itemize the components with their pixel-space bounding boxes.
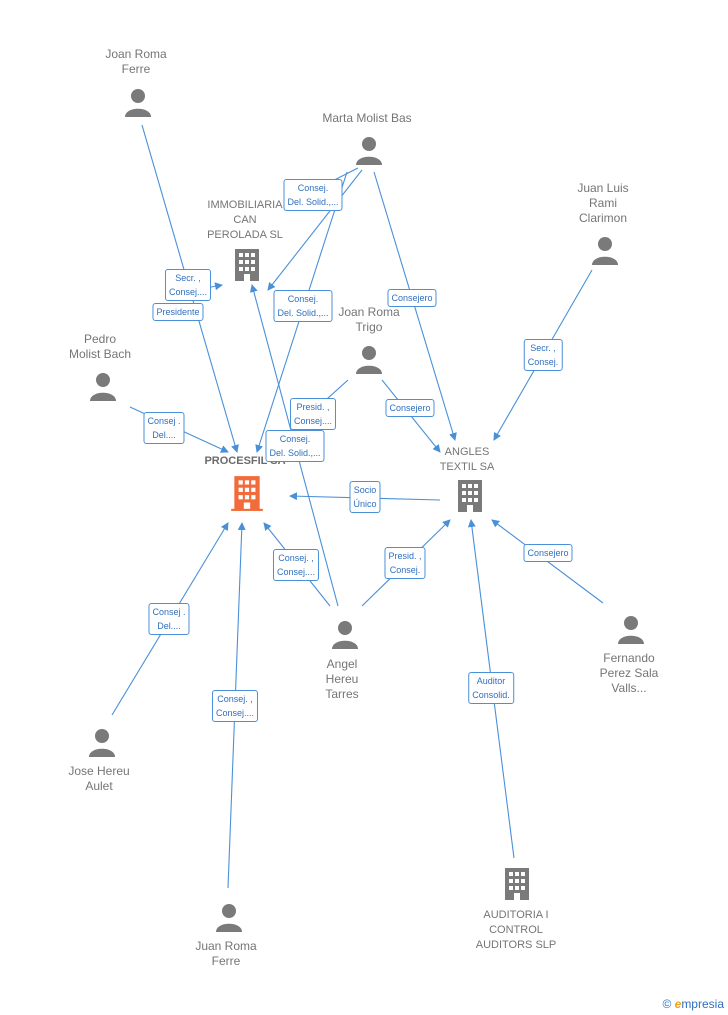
building-icon — [231, 476, 263, 511]
edge-label[interactable]: Presid. , Consej.... — [289, 398, 337, 430]
person-name: Juan Luis Rami Clarimon — [577, 181, 629, 225]
person-name: Juan Roma Ferre — [195, 939, 257, 968]
edge-label[interactable]: Presidente — [152, 303, 204, 321]
edge-label[interactable]: Consej . Del.... — [148, 603, 190, 635]
edge-label[interactable]: Consejero — [387, 289, 437, 307]
brand-initial: e — [674, 997, 682, 1011]
building-icon — [235, 249, 259, 281]
edge-label[interactable]: Consej. , Consej.... — [211, 690, 259, 722]
building-icon — [458, 480, 482, 512]
person-icon — [592, 237, 618, 265]
person-icon — [216, 904, 242, 932]
person-name: Joan Roma Trigo — [338, 305, 400, 334]
edge-label[interactable]: Socio Único — [349, 481, 381, 513]
building-icon — [505, 868, 529, 900]
edge-label[interactable]: Auditor Consolid. — [468, 672, 514, 704]
brand-name: mpresia — [681, 997, 724, 1011]
person-name: Fernando Perez Sala Valls... — [599, 651, 659, 695]
edge-label[interactable]: Consej. Del. Solid.,... — [265, 430, 325, 462]
edge-label[interactable]: Consej. Del. Solid.,... — [283, 179, 343, 211]
edge-label[interactable]: Consejero — [385, 399, 435, 417]
edge-label[interactable]: Presid. , Consej. — [384, 547, 426, 579]
company-name: AUDITORIA I CONTROL AUDITORS SLP — [475, 909, 557, 951]
edge-line — [267, 169, 363, 291]
edge-label[interactable]: Secr. , Consej.... — [164, 269, 212, 301]
edge-label[interactable]: Consej . Del.... — [143, 412, 185, 444]
person-icon — [356, 346, 382, 374]
edge-label[interactable]: Secr. , Consej. — [523, 339, 563, 371]
person-name: Jose Hereu Aulet — [68, 764, 130, 793]
company-name: ANGLES TEXTIL SA — [439, 446, 495, 473]
person-name: Joan Roma Ferre — [105, 47, 167, 76]
empresia-logo: © empresia — [662, 997, 724, 1011]
person-name: Marta Molist Bas — [322, 111, 412, 125]
edge-label[interactable]: Consej. , Consej.... — [272, 549, 320, 581]
edge-label[interactable]: Consej. Del. Solid.,... — [273, 290, 333, 322]
edge-label[interactable]: Consejero — [523, 544, 573, 562]
person-icon — [125, 89, 151, 117]
company-name: IMMOBILIARIA CAN PEROLADA SL — [207, 199, 283, 241]
person-icon — [332, 621, 358, 649]
person-icon — [618, 616, 644, 644]
person-icon — [356, 137, 382, 165]
person-name: Pedro Molist Bach — [68, 332, 132, 361]
person-icon — [89, 729, 115, 757]
person-name: Angel Hereu Tarres — [325, 657, 359, 701]
person-icon — [90, 373, 116, 401]
copyright-symbol: © — [662, 997, 672, 1011]
